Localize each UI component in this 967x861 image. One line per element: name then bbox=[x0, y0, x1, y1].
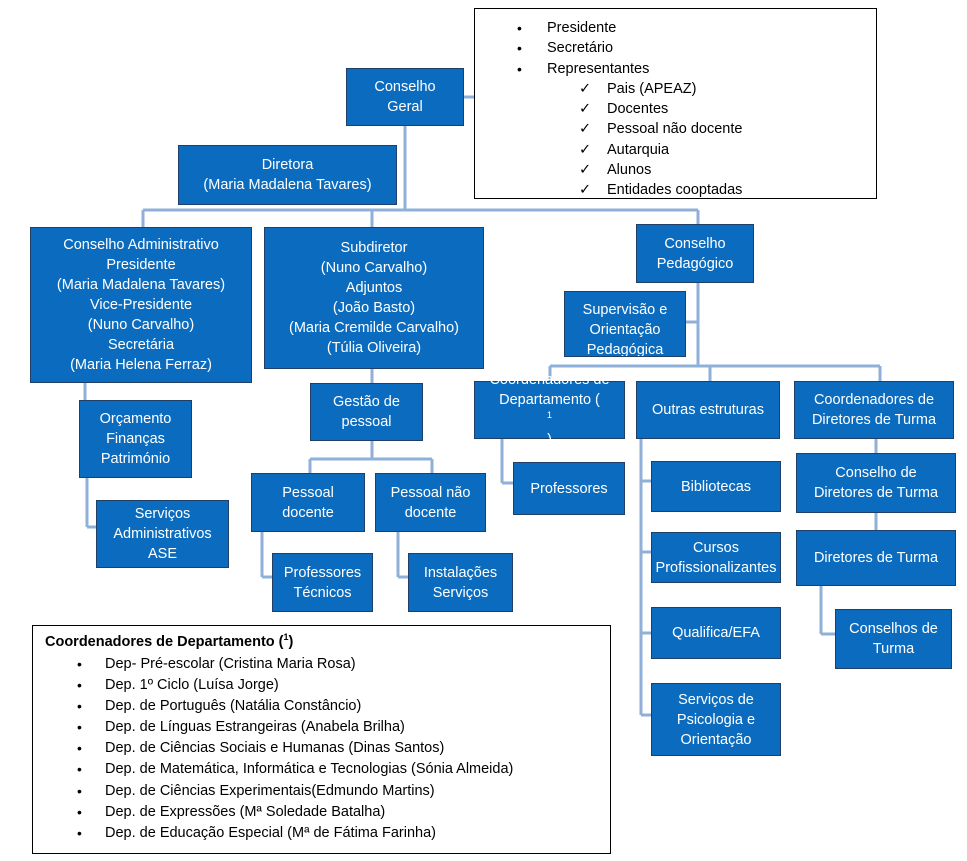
legend-item: Dep- Pré-escolar (Cristina Maria Rosa) bbox=[45, 654, 610, 675]
footnote-marker: 1 bbox=[283, 632, 289, 643]
node-conselho-administrativo: Conselho Administrativo Presidente (Mari… bbox=[30, 227, 252, 383]
node-subdiretor: Subdiretor (Nuno Carvalho) Adjuntos (Joã… bbox=[264, 227, 484, 369]
legend-title: Coordenadores de Departamento (1) bbox=[45, 632, 294, 650]
member-item: Secretário bbox=[475, 38, 876, 59]
check-icon: ✓ bbox=[579, 80, 592, 97]
legend-item: Dep. de Educação Especial (Mª de Fátima … bbox=[45, 823, 610, 844]
representante-item: ✓Docentes bbox=[475, 99, 876, 119]
member-item: Representantes bbox=[475, 59, 876, 80]
legend-item: Dep. 1º Ciclo (Luísa Jorge) bbox=[45, 675, 610, 696]
check-icon: ✓ bbox=[579, 162, 592, 179]
node-qualifica-efa: Qualifica/EFA bbox=[651, 607, 781, 659]
member-item: Presidente bbox=[475, 18, 876, 39]
check-icon: ✓ bbox=[579, 101, 592, 118]
node-coordenadores-departamento: Coordenadores de Departamento (1) bbox=[474, 372, 625, 448]
legend-item: Dep. de Português (Natália Constâncio) bbox=[45, 696, 610, 717]
footnote-marker: 1 bbox=[546, 410, 552, 421]
representante-item: ✓Pessoal não docente bbox=[475, 119, 876, 139]
node-diretores-turma: Diretores de Turma bbox=[796, 530, 956, 586]
legend-item: Dep. de Matemática, Informática e Tecnol… bbox=[45, 759, 610, 780]
legend-item: Dep. de Expressões (Mª Soledade Batalha) bbox=[45, 802, 610, 823]
node-bibliotecas: Bibliotecas bbox=[651, 461, 781, 512]
representante-item: ✓Entidades cooptadas bbox=[475, 180, 876, 199]
representante-item: ✓Alunos bbox=[475, 160, 876, 180]
check-icon: ✓ bbox=[579, 182, 592, 199]
node-professores: Professores bbox=[513, 462, 625, 515]
departamento-legend-panel: Coordenadores de Departamento (1) Dep- P… bbox=[32, 625, 611, 854]
legend-item: Dep. de Ciências Experimentais(Edmundo M… bbox=[45, 781, 610, 802]
node-outras-estruturas: Outras estruturas bbox=[636, 381, 780, 439]
check-icon: ✓ bbox=[579, 121, 592, 138]
check-icon: ✓ bbox=[579, 141, 592, 158]
legend-item: Dep. de Ciências Sociais e Humanas (Dina… bbox=[45, 738, 610, 759]
conselho-geral-members-panel: Presidente Secretário Representantes ✓Pa… bbox=[474, 8, 877, 199]
legend-item: Dep. de Línguas Estrangeiras (Anabela Br… bbox=[45, 717, 610, 738]
node-diretora: Diretora(Maria Madalena Tavares) bbox=[178, 145, 397, 205]
representante-item: ✓Autarquia bbox=[475, 140, 876, 160]
representante-item: ✓Pais (APEAZ) bbox=[475, 79, 876, 99]
